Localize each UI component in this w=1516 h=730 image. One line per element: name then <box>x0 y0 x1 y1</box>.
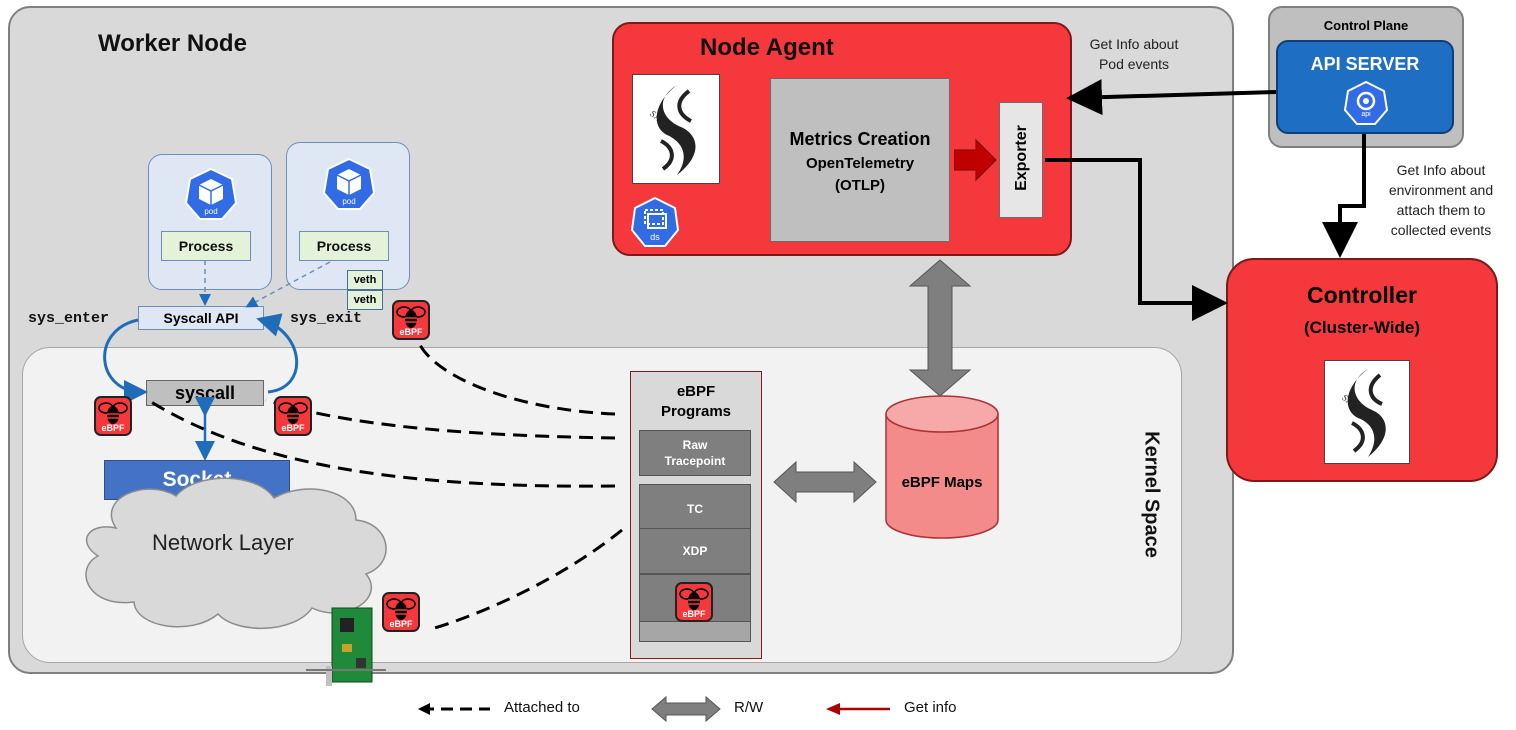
daemonset-icon: ds <box>630 196 680 248</box>
metrics-to-exporter-arrow <box>954 138 997 182</box>
pod-icon-label: pod <box>204 207 218 216</box>
ebpf-maps-cylinder <box>885 395 999 539</box>
ebpf-badge-label: eBPF <box>281 423 305 433</box>
network-layer-cloud <box>85 477 387 630</box>
api-server-title: API SERVER <box>1310 54 1420 74</box>
bee-icon <box>278 402 308 424</box>
bee-icon <box>98 402 128 424</box>
api-icon: api <box>1343 80 1389 126</box>
worker-node-title: Worker Node <box>98 30 247 57</box>
raw-tracepoint-line1: Raw <box>682 438 708 452</box>
legend-rw-label: R/W <box>734 699 764 716</box>
daemonset-label: ds <box>650 232 660 242</box>
get-info-env-line4: collected events <box>1390 222 1492 238</box>
legend-attached-label: Attached to <box>504 699 580 716</box>
ebpf-programs-title: eBPF Programs <box>631 382 761 422</box>
metrics-creation-box: Metrics Creation OpenTelemetry (OTLP) <box>770 78 950 242</box>
network-card-icon <box>306 607 386 686</box>
legend-get-info-label: Get info <box>904 699 957 716</box>
network-layer-label: Network Layer <box>152 530 294 555</box>
xdp-box: XDP <box>639 528 751 574</box>
raw-tracepoint-line2: Tracepoint <box>664 454 726 468</box>
veth-box-1: veth <box>347 270 383 290</box>
ebpf-maps-label: eBPF Maps <box>901 474 983 491</box>
ebpf-badge-sys-exit: eBPF <box>274 396 312 436</box>
get-info-env-line1: Get Info about <box>1396 162 1486 178</box>
ebpf-badge-veth: eBPF <box>392 300 430 340</box>
controller-subtitle: (Cluster-Wide) <box>1303 318 1420 337</box>
sauron-logo: SAURON <box>632 74 720 184</box>
ebpf-badge-sys-enter: eBPF <box>94 396 132 436</box>
get-info-env-line2: environment and <box>1388 182 1494 198</box>
sys-exit-label: sys_exit <box>290 310 363 327</box>
controller-sauron-logo: SAURON <box>1324 360 1410 464</box>
programs-maps-rw-arrow <box>773 460 877 504</box>
ebpf-badge-label: eBPF <box>399 327 423 337</box>
ebpf-badge-label: eBPF <box>101 423 125 433</box>
metrics-title: Metrics Creation <box>789 129 931 149</box>
ebpf-badge-nic: eBPF <box>382 592 420 632</box>
ebpf-badge-label: eBPF <box>389 619 413 629</box>
process-box: Process <box>161 231 251 261</box>
exporter-box: Exporter <box>999 102 1043 218</box>
pod-icon: pod <box>184 167 238 221</box>
metrics-sub1: OpenTelemetry <box>805 155 915 172</box>
pod-icon: pod <box>322 157 376 211</box>
node-agent-title: Node Agent <box>700 34 834 61</box>
controller-title: Controller <box>1307 282 1417 308</box>
process-box: Process <box>299 231 389 261</box>
ebpf-programs-box: eBPF Programs Raw Tracepoint TC XDP eBPF <box>630 371 762 659</box>
bee-icon <box>386 598 416 620</box>
get-info-env-line3: attach them to <box>1396 202 1486 218</box>
veth-box-2: veth <box>347 290 383 310</box>
ebpf-badge-label: eBPF <box>682 609 706 619</box>
control-plane-title: Control Plane <box>1323 18 1409 33</box>
ebpf-badge-program: eBPF <box>675 582 713 622</box>
raw-tracepoint-box: Raw Tracepoint <box>639 430 751 476</box>
pod-icon-label: pod <box>342 197 356 206</box>
get-info-pod-annotation: Get Info about Pod events <box>1072 34 1196 74</box>
ebpf-programs-title-line2: Programs <box>660 403 732 420</box>
get-info-pod-line2: Pod events <box>1098 56 1170 72</box>
bee-icon <box>396 306 426 328</box>
get-info-pod-line1: Get Info about <box>1089 36 1179 52</box>
metrics-sub2: (OTLP) <box>835 177 885 194</box>
agent-maps-rw-arrow <box>908 259 972 397</box>
pod-card-2: pod Process <box>286 142 410 290</box>
ebpf-programs-title-line1: eBPF <box>676 383 716 400</box>
api-icon-label: api <box>1361 111 1371 118</box>
pod-card-1: pod Process <box>148 154 272 290</box>
sys-enter-label: sys_enter <box>28 310 110 327</box>
tc-box: TC <box>639 484 751 534</box>
bee-icon <box>679 588 709 610</box>
get-info-env-annotation: Get Info about environment and attach th… <box>1376 160 1506 240</box>
